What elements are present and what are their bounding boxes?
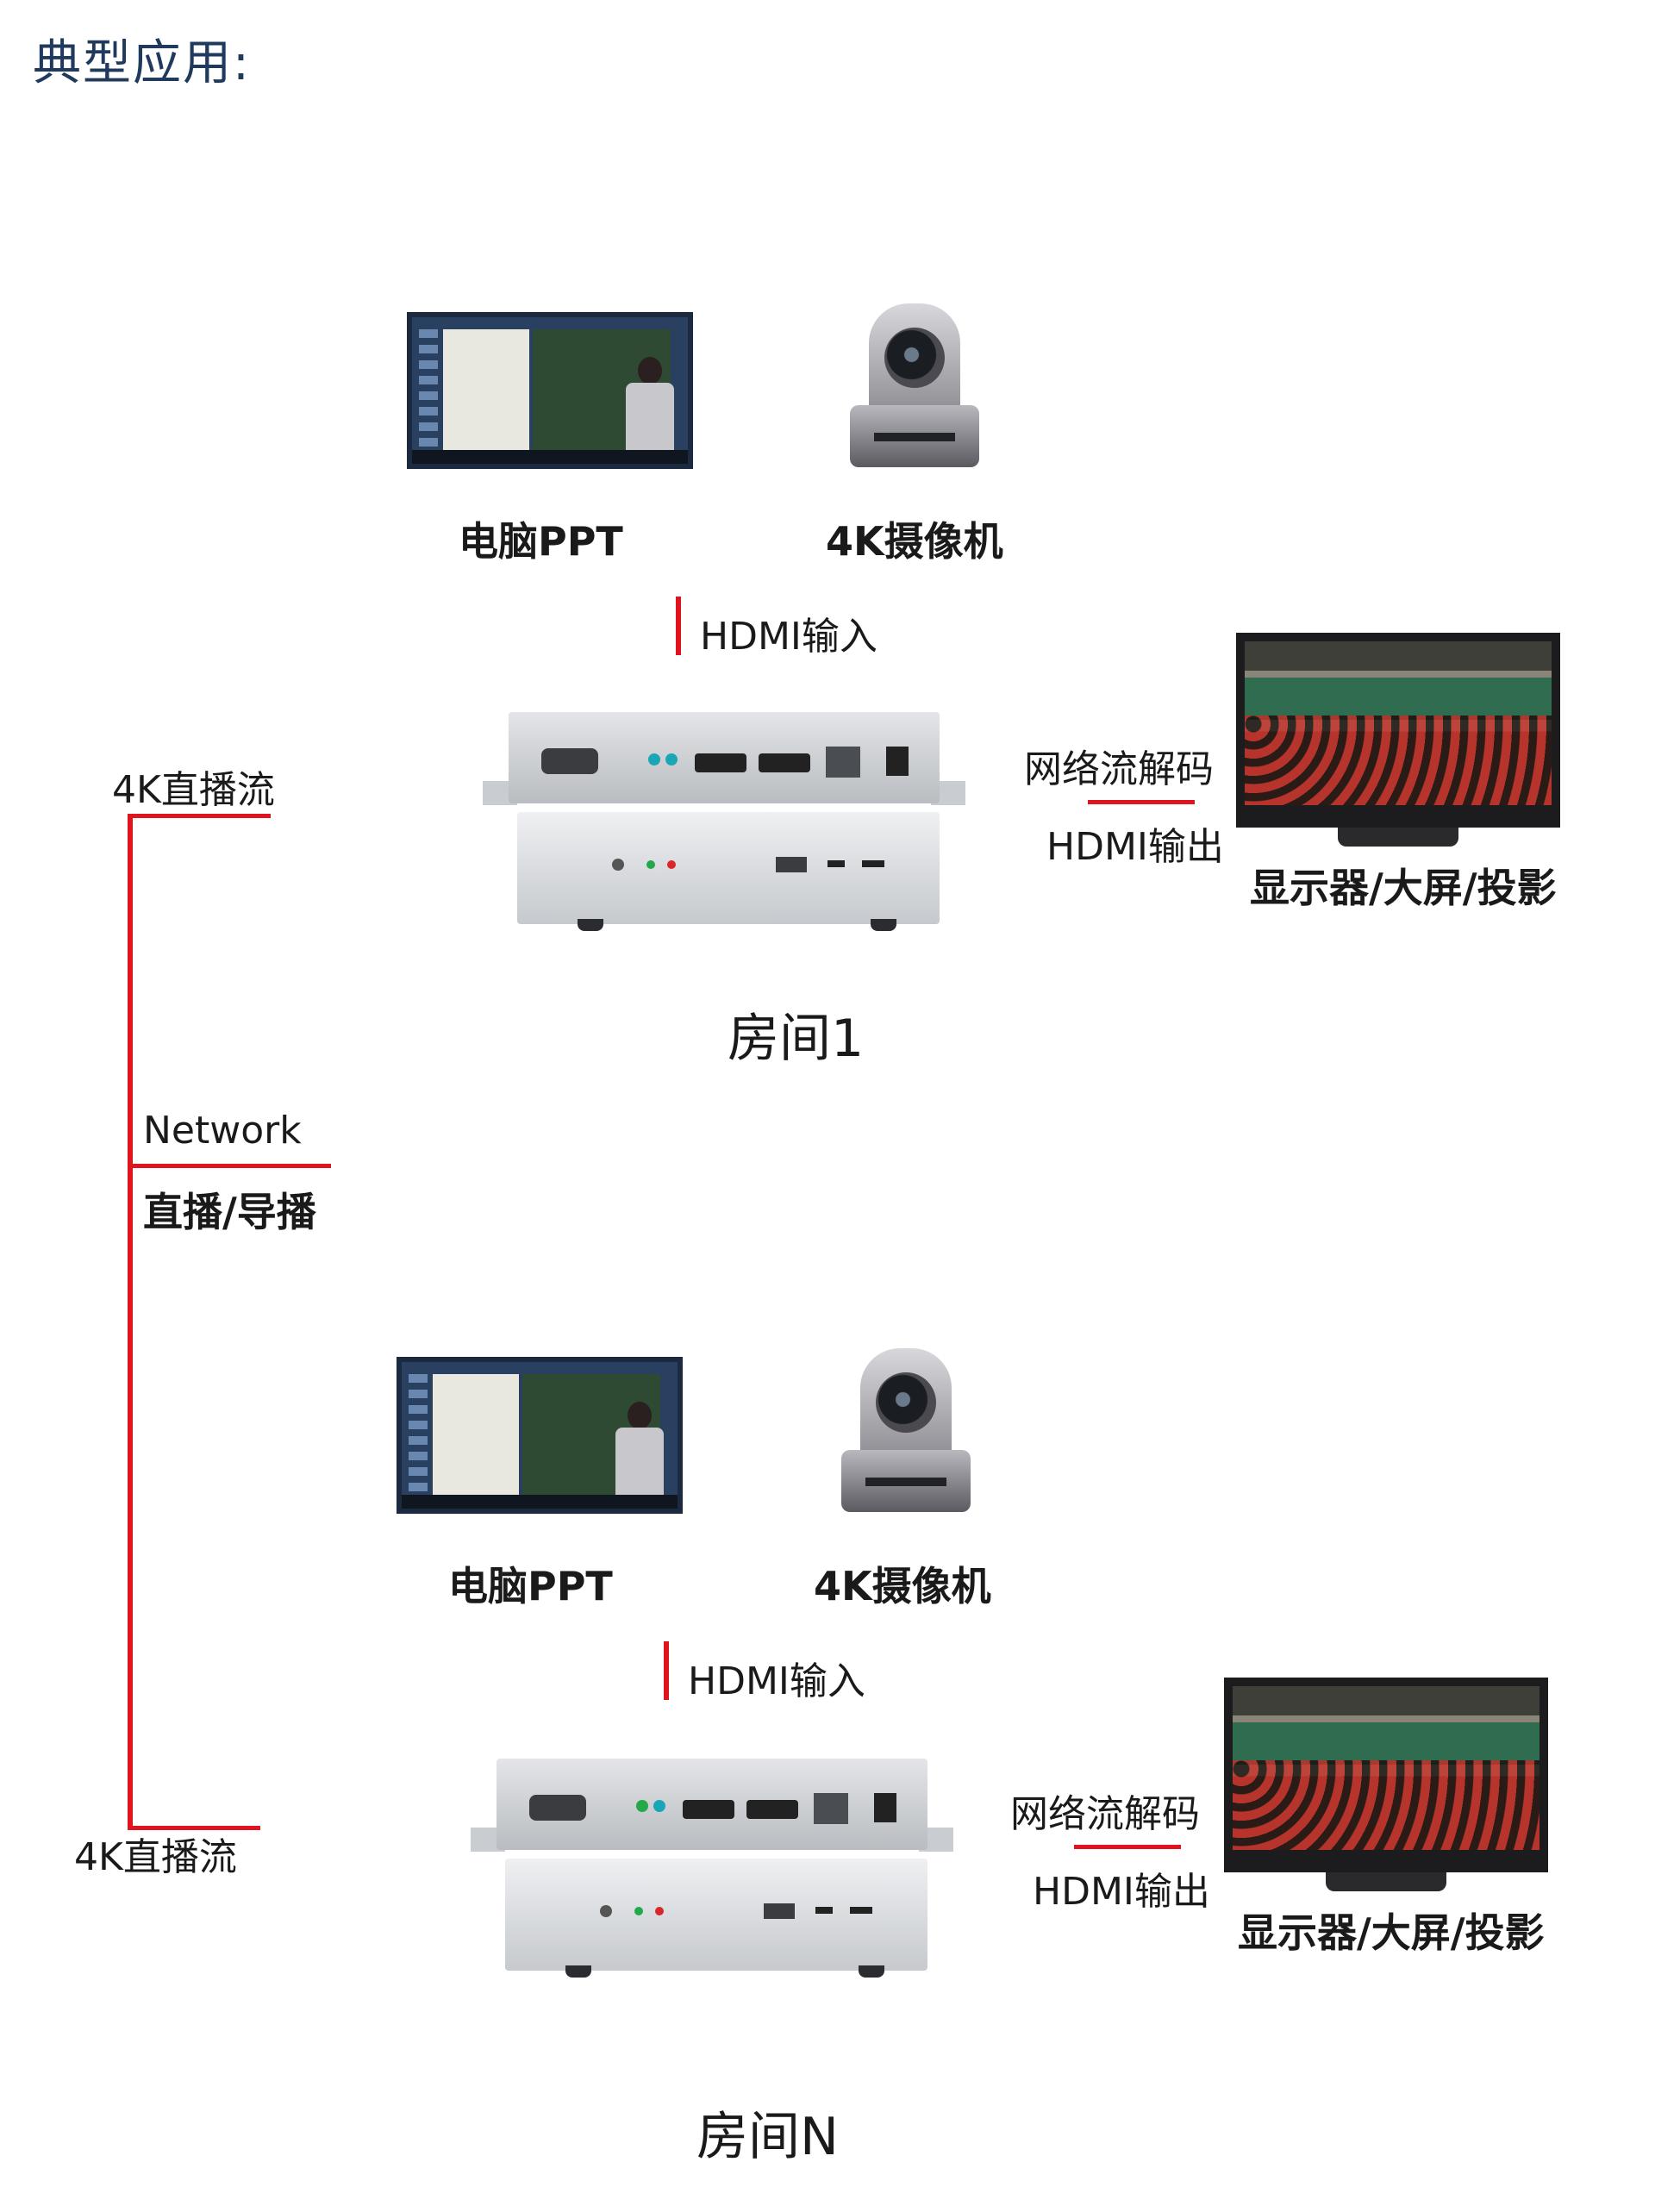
ptz-camera-icon <box>850 303 979 467</box>
network-underline <box>128 1164 331 1168</box>
stream-top-underline <box>128 814 271 818</box>
decode-output-line <box>1074 1845 1181 1849</box>
hdmi-out-label: HDMI输出 <box>1033 1870 1210 1914</box>
monitor-icon <box>1224 1678 1548 1891</box>
stream-bottom-underline <box>128 1826 260 1830</box>
room-name: 房间1 <box>728 1009 865 1069</box>
display-label: 显示器/大屏/投影 <box>1238 1909 1545 1956</box>
encoder-device-icon <box>471 1759 953 1983</box>
pc-label: 电脑PPT <box>459 518 623 565</box>
hdmi-out-label: HDMI输出 <box>1046 825 1224 869</box>
camera-label: 4K摄像机 <box>826 518 1003 565</box>
encoder-device-icon <box>483 712 965 936</box>
network-sublabel: 直播/导播 <box>143 1189 316 1235</box>
camera-label: 4K摄像机 <box>814 1563 991 1609</box>
ptz-camera-icon <box>841 1348 971 1512</box>
display-label: 显示器/大屏/投影 <box>1250 865 1557 911</box>
network-trunk-line <box>128 815 133 1829</box>
hdmi-in-label: HDMI输入 <box>700 615 877 659</box>
page-title: 典型应用: <box>33 35 251 91</box>
decode-label: 网络流解码 <box>1024 747 1214 791</box>
hdmi-in-marker <box>664 1641 669 1700</box>
pc-label: 电脑PPT <box>448 1563 613 1609</box>
room-name: 房间N <box>696 2107 839 2167</box>
stream-top-label: 4K直播流 <box>112 768 275 812</box>
decode-output-line <box>1088 800 1195 804</box>
decode-label: 网络流解码 <box>1010 1792 1200 1836</box>
pc-screen-icon <box>397 1357 683 1514</box>
network-label: Network <box>143 1109 302 1153</box>
pc-screen-icon <box>407 312 693 469</box>
hdmi-in-marker <box>676 597 681 655</box>
stream-bottom-label: 4K直播流 <box>74 1835 237 1879</box>
hdmi-in-label: HDMI输入 <box>688 1659 865 1703</box>
monitor-icon <box>1236 633 1560 847</box>
